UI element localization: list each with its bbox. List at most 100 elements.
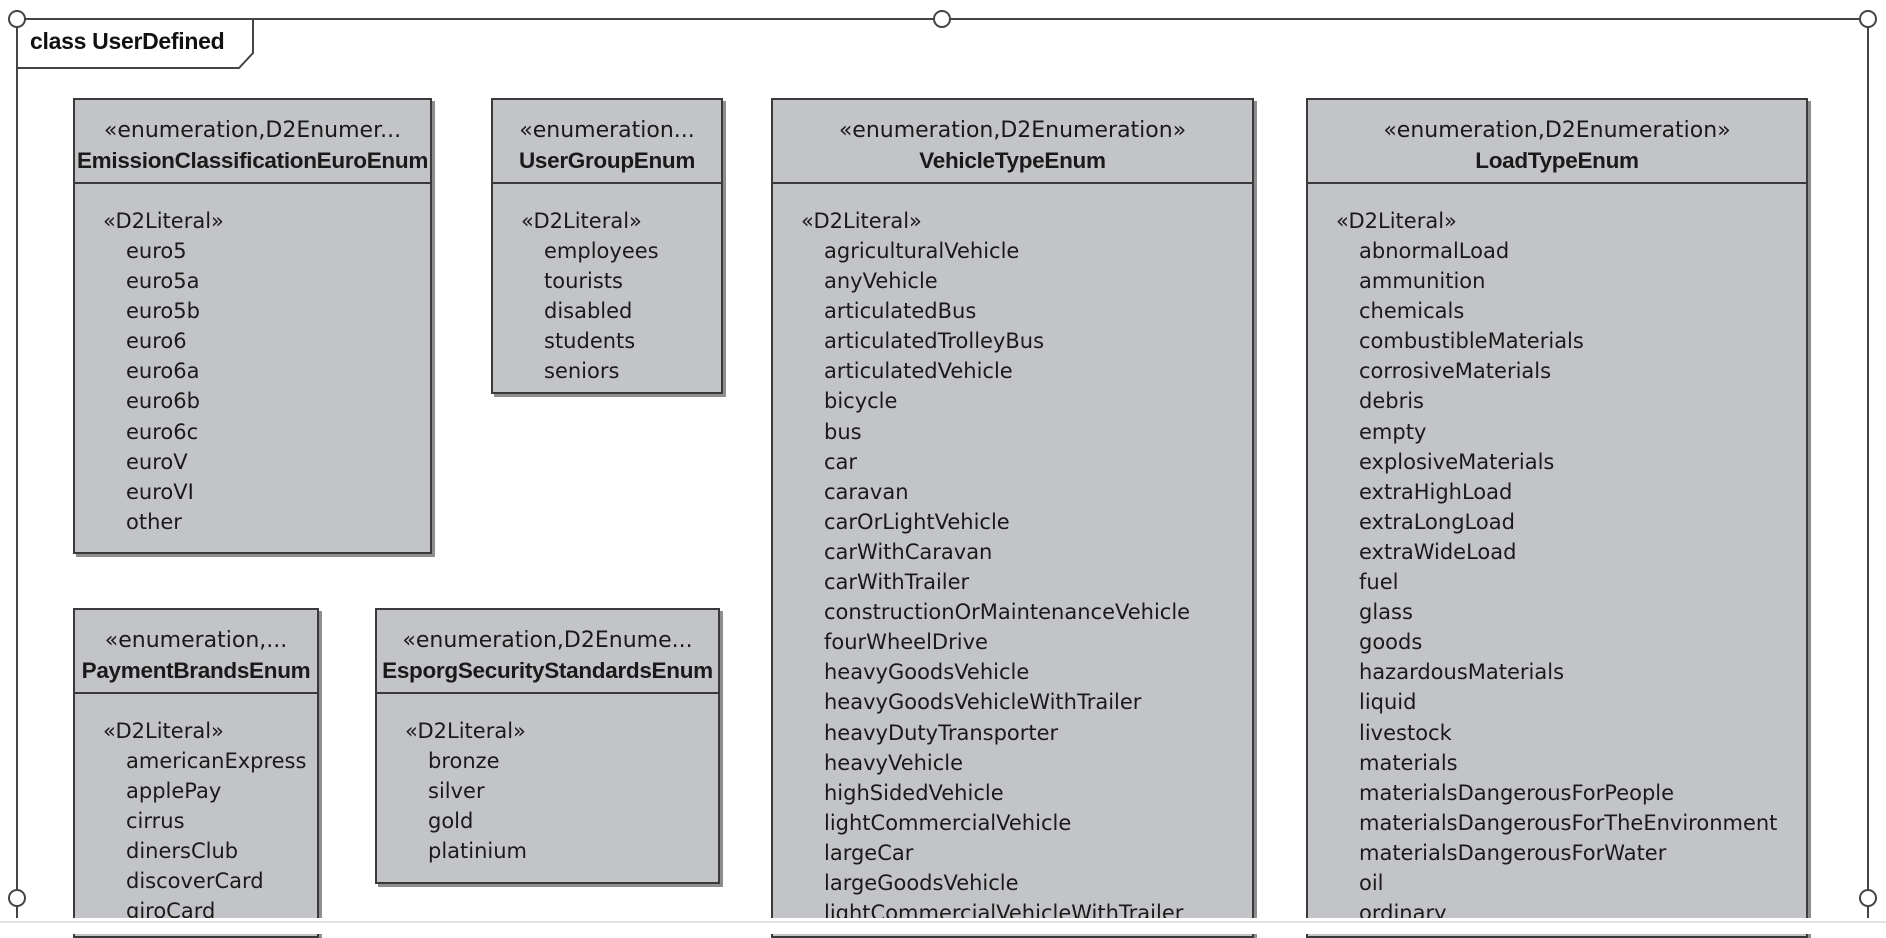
class-stereotype: «enumeration... (519, 118, 695, 143)
frame-handle-top-left (8, 10, 26, 28)
enum-literal: tourists (544, 269, 623, 294)
enum-literal: lightCommercialVehicle (824, 810, 1072, 835)
literal-stereotype: «D2Literal» (1336, 209, 1457, 233)
enum-literal: liquid (1359, 690, 1417, 715)
enum-literal: abnormalLoad (1359, 239, 1510, 263)
enum-literal: extraLongLoad (1359, 509, 1515, 534)
literal-stereotype: «D2Literal» (405, 719, 526, 743)
literal-list: bronze silver gold platinium (377, 746, 718, 866)
enum-literal: largeCar (824, 840, 914, 865)
class-header: «enumeration,D2Enumer... EmissionClassif… (75, 100, 430, 184)
enum-literal: applePay (126, 779, 222, 804)
class-header: «enumeration... UserGroupEnum (493, 100, 721, 184)
enum-literal: silver (428, 779, 485, 804)
enum-literal: extraWideLoad (1359, 539, 1517, 564)
class-name: EsporgSecurityStandardsEnum (382, 658, 713, 683)
literal-list: employees tourists disabled students seniors (493, 236, 721, 386)
enum-literal: euro6c (126, 419, 199, 444)
enum-literal: seniors (544, 359, 620, 384)
enum-literal: ammunition (1359, 269, 1486, 294)
enum-literal: fuel (1359, 570, 1399, 595)
enum-literal: oil (1359, 870, 1384, 895)
enum-literal: cirrus (126, 809, 185, 834)
literal-stereotype: «D2Literal» (521, 209, 642, 233)
class-name: PaymentBrandsEnum (81, 658, 311, 683)
class-vehicle-type-enum[interactable]: «enumeration,D2Enumeration» VehicleTypeE… (771, 98, 1254, 938)
enum-literal: articulatedBus (824, 299, 977, 324)
enum-literal: heavyGoodsVehicleWithTrailer (824, 690, 1142, 715)
frame-handle-top-right (1859, 10, 1877, 28)
enum-literal: livestock (1359, 720, 1452, 745)
class-header: «enumeration,D2Enume... EsporgSecuritySt… (377, 610, 718, 694)
enum-literal: articulatedVehicle (824, 359, 1013, 384)
enum-literal: bicycle (824, 389, 898, 414)
enum-literal: gold (428, 809, 474, 834)
enum-literal: constructionOrMaintenanceVehicle (824, 600, 1191, 625)
class-esporg-security-standards-enum[interactable]: «enumeration,D2Enume... EsporgSecuritySt… (375, 608, 720, 884)
enum-literal: disabled (544, 299, 633, 324)
class-user-group-enum[interactable]: «enumeration... UserGroupEnum «D2Literal… (491, 98, 723, 394)
class-body: «D2Literal» employees tourists disabled stu… (493, 184, 721, 386)
enum-literal: bus (824, 419, 862, 444)
class-body: «D2Literal» bronze silver gold platinium (377, 694, 718, 866)
enum-literal: goods (1359, 630, 1423, 655)
frame-title: class UserDefined (30, 28, 225, 54)
enum-literal: glass (1359, 600, 1413, 625)
class-payment-brands-enum[interactable]: «enumeration,... PaymentBrandsEnum «D2Li… (73, 608, 319, 938)
frame-handle-bottom-right (1859, 889, 1877, 907)
enum-literal: anyVehicle (824, 269, 938, 294)
class-header: «enumeration,D2Enumeration» VehicleTypeE… (773, 100, 1252, 184)
enum-literal: heavyGoodsVehicle (824, 660, 1030, 685)
class-header: «enumeration,D2Enumeration» LoadTypeEnum (1308, 100, 1806, 184)
enum-literal: explosiveMaterials (1359, 449, 1555, 474)
enum-literal: americanExpress (126, 749, 307, 773)
enum-literal: articulatedTrolleyBus (824, 329, 1045, 354)
enum-literal: corrosiveMaterials (1359, 359, 1552, 384)
enum-literal: euro6b (126, 389, 200, 414)
enum-literal: car (824, 449, 858, 474)
frame-handle-bottom-left (8, 889, 26, 907)
canvas-bottom-divider (0, 921, 1886, 923)
class-header: «enumeration,... PaymentBrandsEnum (75, 610, 317, 694)
enum-literal: students (544, 329, 636, 354)
literal-stereotype: «D2Literal» (801, 209, 922, 233)
enum-literal: largeGoodsVehicle (824, 870, 1019, 895)
enum-literal: employees (544, 239, 659, 263)
literal-stereotype: «D2Literal» (103, 209, 224, 233)
enum-literal: euro5a (126, 269, 200, 294)
literal-stereotype: «D2Literal» (103, 719, 224, 743)
frame-handle-top-center (933, 10, 951, 28)
class-load-type-enum[interactable]: «enumeration,D2Enumeration» LoadTypeEnum… (1306, 98, 1808, 938)
enum-literal: euro5 (126, 239, 187, 263)
class-name: VehicleTypeEnum (919, 148, 1106, 173)
class-stereotype: «enumeration,D2Enumeration» (1383, 118, 1731, 143)
enum-literal: hazardousMaterials (1359, 660, 1565, 685)
class-name: EmissionClassificationEuroEnum (76, 148, 429, 173)
enum-literal: empty (1359, 419, 1427, 444)
enum-literal: highSidedVehicle (824, 780, 1004, 805)
class-emission-classification-euro-enum[interactable]: «enumeration,D2Enumer... EmissionClassif… (73, 98, 432, 554)
enum-literal: euro5b (126, 299, 200, 324)
enum-literal: euroV (126, 449, 188, 474)
enum-literal: carWithCaravan (824, 539, 993, 564)
class-body: «D2Literal» abnormalLoad ammunition chemic… (1308, 184, 1806, 928)
enum-literal: heavyDutyTransporter (824, 720, 1059, 745)
class-stereotype: «enumeration,D2Enumeration» (838, 118, 1187, 143)
enum-literal: euro6a (126, 359, 200, 384)
enum-literal: chemicals (1359, 299, 1465, 324)
enum-literal: caravan (824, 479, 909, 504)
enum-literal: heavyVehicle (824, 750, 964, 775)
enum-literal: bronze (428, 749, 500, 773)
enum-literal: euroVI (126, 479, 194, 504)
enum-literal: debris (1359, 389, 1424, 414)
class-stereotype: «enumeration,D2Enumer... (103, 118, 402, 143)
enum-literal: materialsDangerousForWater (1359, 840, 1667, 865)
enum-literal: extraHighLoad (1359, 479, 1513, 504)
enum-literal: platinium (428, 839, 528, 864)
enum-literal: carWithTrailer (824, 570, 970, 595)
